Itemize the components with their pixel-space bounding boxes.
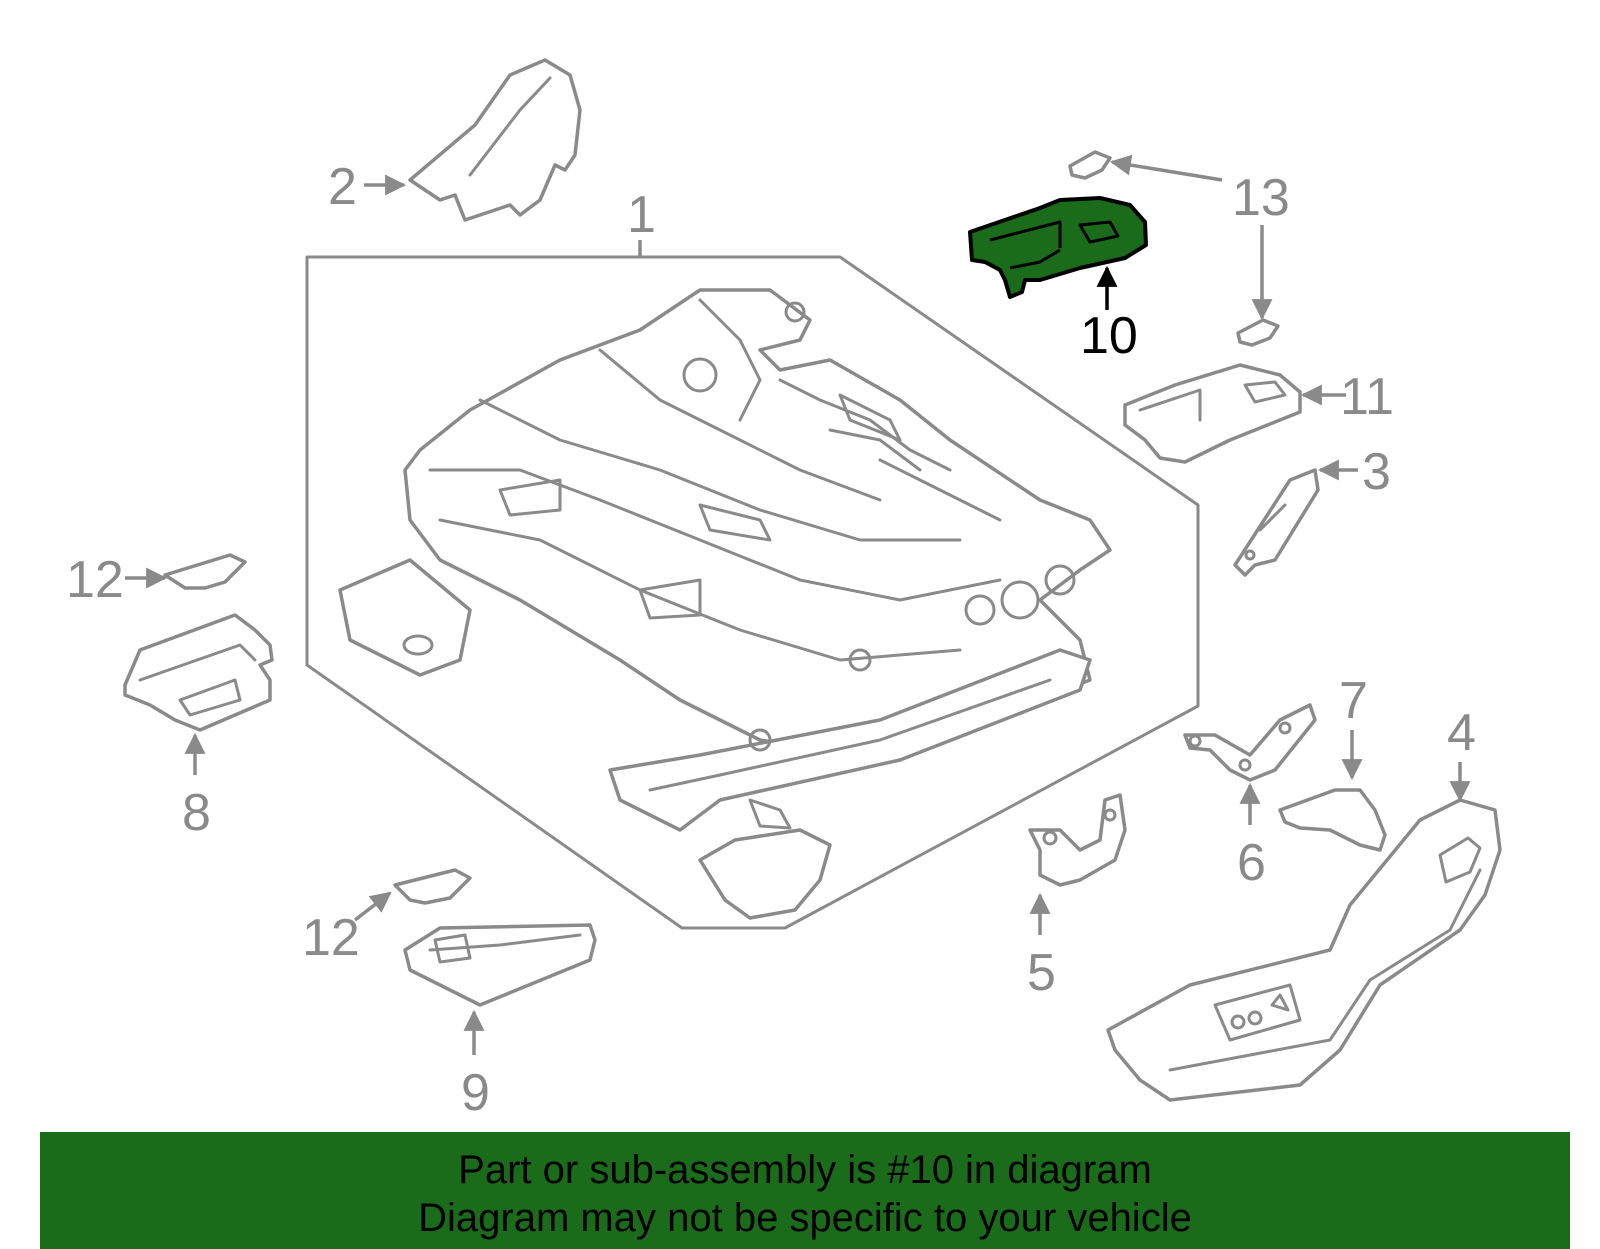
callout-12a: 12 (66, 551, 168, 609)
callout-13: 13 (1109, 154, 1290, 321)
part-10-highlighted-cover (968, 196, 1148, 299)
callout-3: 3 (1317, 443, 1391, 501)
banner-line-1: Part or sub-assembly is #10 in diagram (458, 1148, 1152, 1192)
banner-line-2: Diagram may not be specific to your vehi… (418, 1196, 1192, 1240)
callout-4-number: 4 (1447, 704, 1476, 762)
callout-5-number: 5 (1027, 944, 1056, 1002)
callout-1: 1 (627, 186, 656, 258)
callout-4: 4 (1447, 704, 1476, 803)
callout-12b: 12 (302, 891, 392, 967)
part-3-bracket (1233, 468, 1320, 577)
part-1-seat-frame (305, 255, 1200, 930)
callout-10-number: 10 (1080, 307, 1138, 365)
callout-13-number: 13 (1232, 169, 1290, 227)
callout-3-number: 3 (1362, 443, 1391, 501)
callout-12b-number: 12 (302, 909, 360, 967)
part-11-cover (1123, 363, 1302, 464)
callout-9-number: 9 (461, 1064, 490, 1122)
callout-7: 7 (1339, 672, 1368, 781)
part-9-lower-tray (403, 923, 597, 1007)
callout-6-number: 6 (1237, 834, 1266, 892)
callout-7-number: 7 (1339, 672, 1368, 730)
callout-8-number: 8 (182, 784, 211, 842)
callout-9: 9 (461, 1009, 490, 1122)
notice-banner: Part or sub-assembly is #10 in diagram D… (40, 1132, 1570, 1249)
part-13-clips (1068, 150, 1280, 347)
part-5-bracket (1028, 793, 1127, 887)
part-6-link (1183, 703, 1317, 782)
part-2-back-panel (408, 58, 582, 222)
callout-6: 6 (1237, 782, 1266, 892)
part-4-side-shield (1106, 798, 1502, 1102)
callout-10: 10 (1080, 265, 1138, 365)
callout-8: 8 (182, 732, 211, 842)
callout-5: 5 (1027, 892, 1056, 1002)
callout-11: 11 (1300, 368, 1394, 426)
callout-12a-number: 12 (66, 551, 124, 609)
part-12b-cap (393, 868, 472, 905)
callout-2: 2 (328, 158, 407, 216)
callout-2-number: 2 (328, 158, 357, 216)
part-7-knob-cover (1278, 788, 1387, 852)
callout-11-number: 11 (1340, 368, 1394, 426)
part-12a-cap (163, 553, 247, 590)
part-8-tray-cover (123, 613, 274, 732)
callout-1-number: 1 (627, 186, 656, 244)
